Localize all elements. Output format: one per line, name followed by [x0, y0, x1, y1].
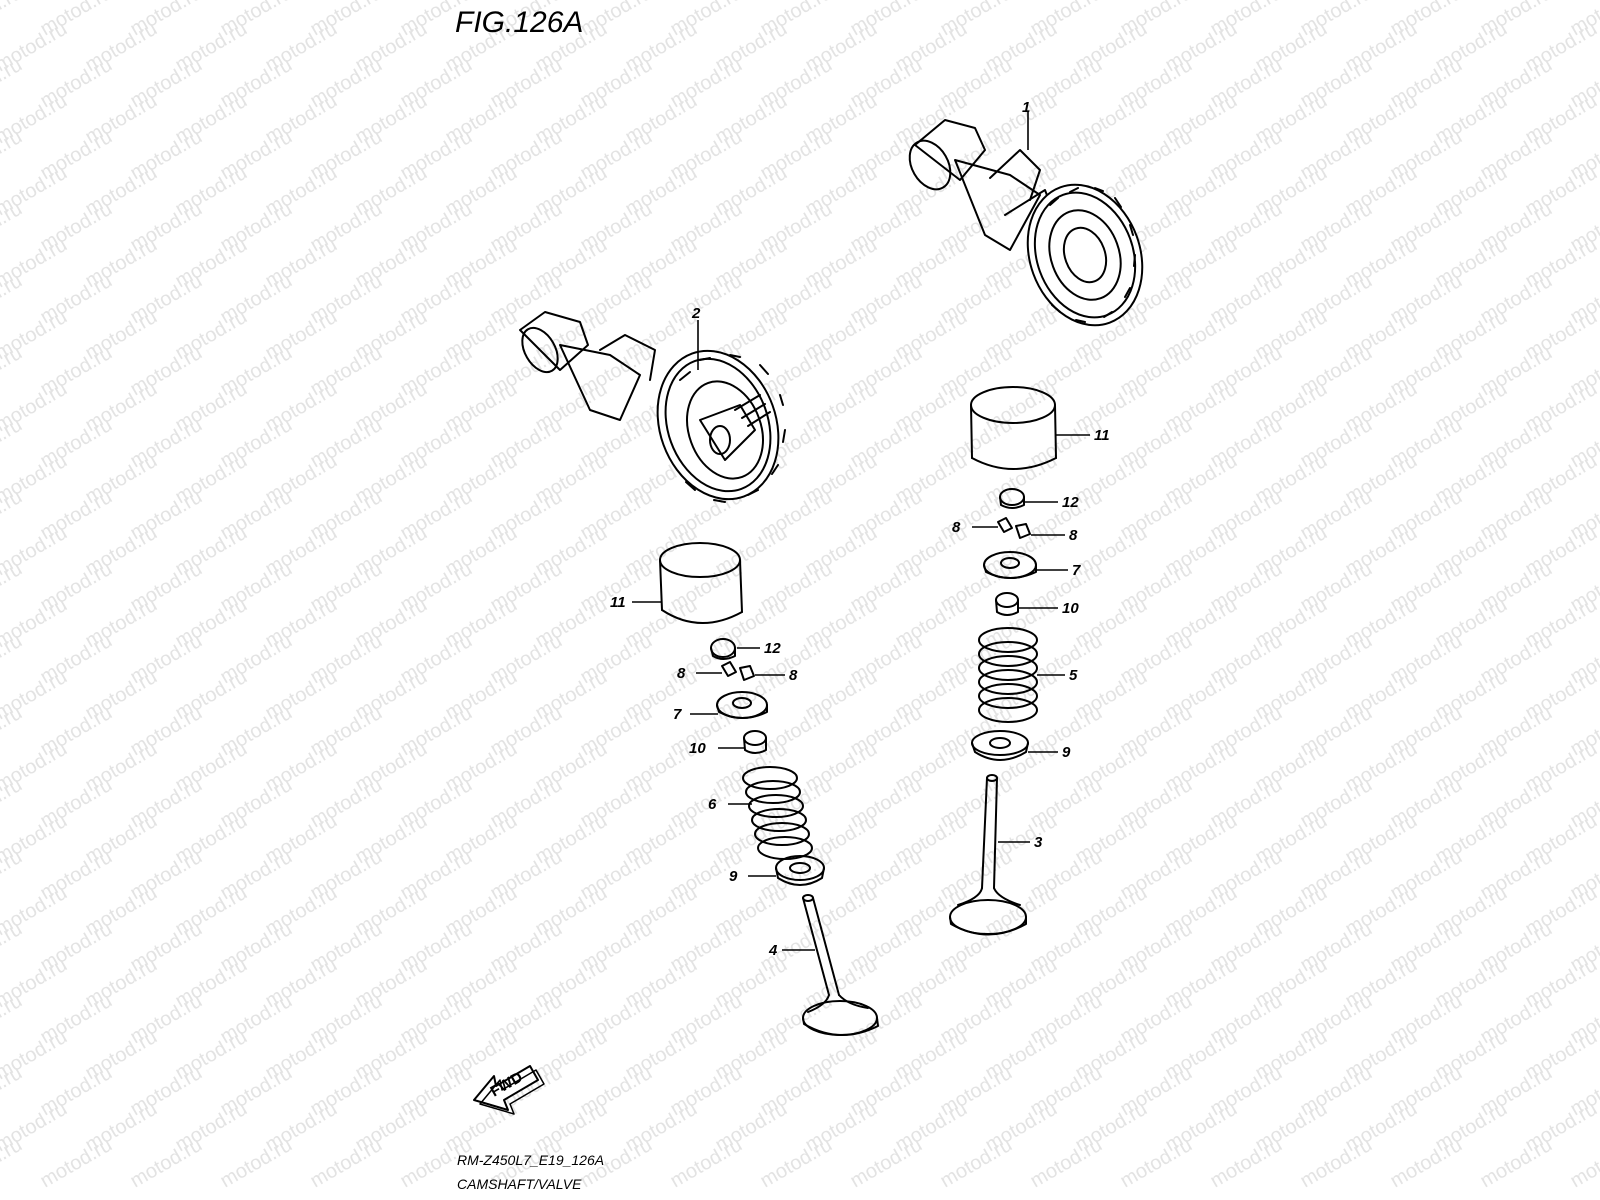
seal-10-left — [743, 730, 767, 754]
retainer-7-right — [983, 551, 1037, 579]
callout-9: 9 — [729, 868, 738, 885]
camshaft-1-drawing — [908, 119, 1144, 327]
seal-10-right — [995, 592, 1019, 616]
watermark-text: motod.ru — [0, 0, 26, 40]
callout-12: 12 — [764, 640, 781, 657]
valve-3-intake — [949, 774, 1027, 936]
watermark-text: motod.ru — [757, 1134, 836, 1193]
watermark-text: motod.ru — [127, 1134, 206, 1193]
callout-2: 2 — [691, 305, 701, 322]
watermark-text: motod.ru — [1387, 1134, 1466, 1193]
callout-10: 10 — [689, 740, 706, 757]
watermark-text: motod.ru — [307, 1134, 386, 1193]
callout-7: 7 — [1072, 562, 1081, 579]
callout-11: 11 — [610, 594, 626, 611]
figure-caption: CAMSHAFT/VALVE — [457, 1176, 582, 1192]
callout-12: 12 — [1062, 494, 1079, 511]
spring-seat-9-left — [775, 855, 825, 886]
watermark-text: motod.ru — [937, 1134, 1016, 1193]
tappet-11-right — [970, 386, 1057, 470]
watermark-text: motod.ru — [1477, 1134, 1556, 1193]
model-code: RM-Z450L7_E19_126A — [457, 1152, 604, 1168]
callout-4: 4 — [768, 942, 778, 959]
callout-5: 5 — [1069, 667, 1078, 684]
watermark-text: motod.ru — [1207, 1134, 1286, 1193]
cotter-8-left — [721, 661, 755, 681]
shim-12-left — [710, 638, 736, 660]
callout-3: 3 — [1034, 834, 1043, 851]
callout-1: 1 — [1022, 99, 1030, 116]
shim-12-right — [999, 488, 1025, 509]
callout-8: 8 — [952, 519, 961, 536]
watermark-text: motod.ru — [1567, 1134, 1600, 1193]
callout-6: 6 — [708, 796, 717, 813]
spring-seat-9-right — [971, 730, 1029, 761]
watermark-text: motod.ru — [847, 1134, 926, 1193]
camshaft-2-drawing — [519, 311, 786, 503]
watermark-text: motod.ru — [37, 1134, 116, 1193]
retainer-7-left — [716, 691, 768, 719]
callout-8: 8 — [1069, 527, 1078, 544]
callout-11: 11 — [1094, 427, 1110, 444]
watermark-text: motod.ru — [1027, 1134, 1106, 1193]
cotter-8-right — [997, 517, 1031, 539]
spring-5-right — [978, 627, 1038, 723]
watermark-text: motod.ru — [1117, 1134, 1196, 1193]
callout-9: 9 — [1062, 744, 1071, 761]
callout-10: 10 — [1062, 600, 1079, 617]
figure-title: FIG.126A — [455, 6, 583, 39]
watermark-text: motod.ru — [1297, 1134, 1376, 1193]
callout-7: 7 — [673, 706, 682, 723]
callout-8: 8 — [677, 665, 686, 682]
watermark-text: motod.ru — [217, 1134, 296, 1193]
valve-4-exhaust — [802, 894, 879, 1036]
watermark-text: motod.ru — [667, 1134, 746, 1193]
callout-8: 8 — [789, 667, 798, 684]
